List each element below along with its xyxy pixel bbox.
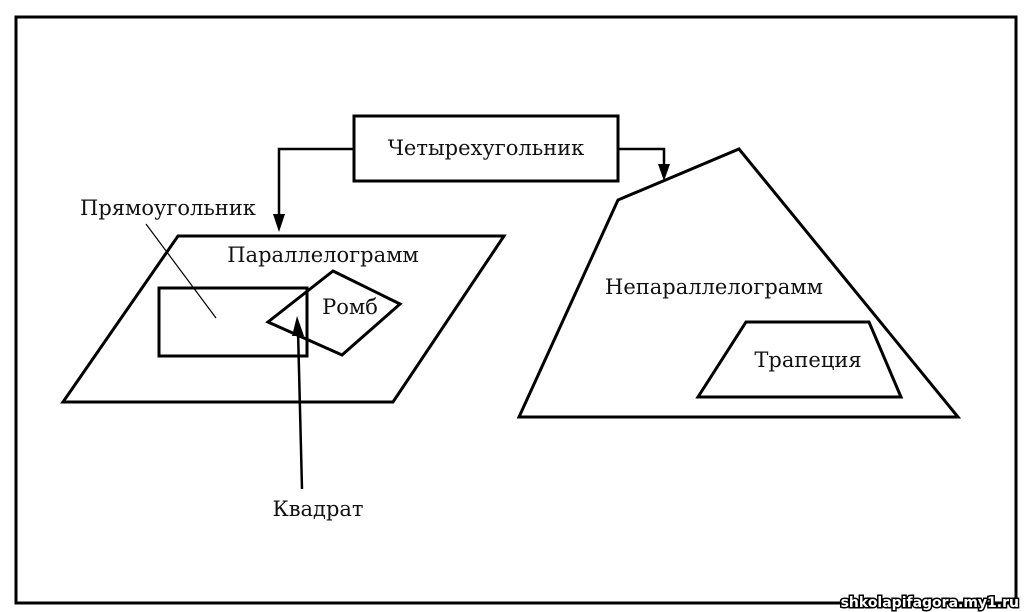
connector-right [618, 147, 666, 166]
outer-frame [14, 15, 1018, 605]
square-label: Квадрат [272, 497, 363, 521]
trapezoid-shape [695, 320, 904, 399]
rectangle-label: Прямоугольник [80, 196, 256, 220]
root-label: Четырехугольник [388, 136, 585, 160]
parallelogram-label: Параллелограмм [227, 243, 419, 267]
square-pointer-line [296, 329, 304, 490]
trapezoid-label: Трапеция [754, 348, 861, 372]
non-parallelogram-shape [516, 147, 962, 419]
rhombus-shape [265, 269, 403, 357]
arrowhead-left [273, 214, 285, 232]
connector-left [277, 147, 354, 224]
rectangle-pointer-line [145, 223, 217, 319]
rectangle-shape [157, 286, 309, 358]
non-parallelogram-label: Непараллелограмм [605, 275, 823, 299]
parallelogram-shape [60, 234, 507, 404]
rhombus-label: Ромб [322, 295, 378, 319]
watermark: shkolapifagora.my1.ru [841, 595, 1019, 611]
arrowhead-right [658, 164, 670, 181]
square-arrowhead [292, 316, 304, 336]
